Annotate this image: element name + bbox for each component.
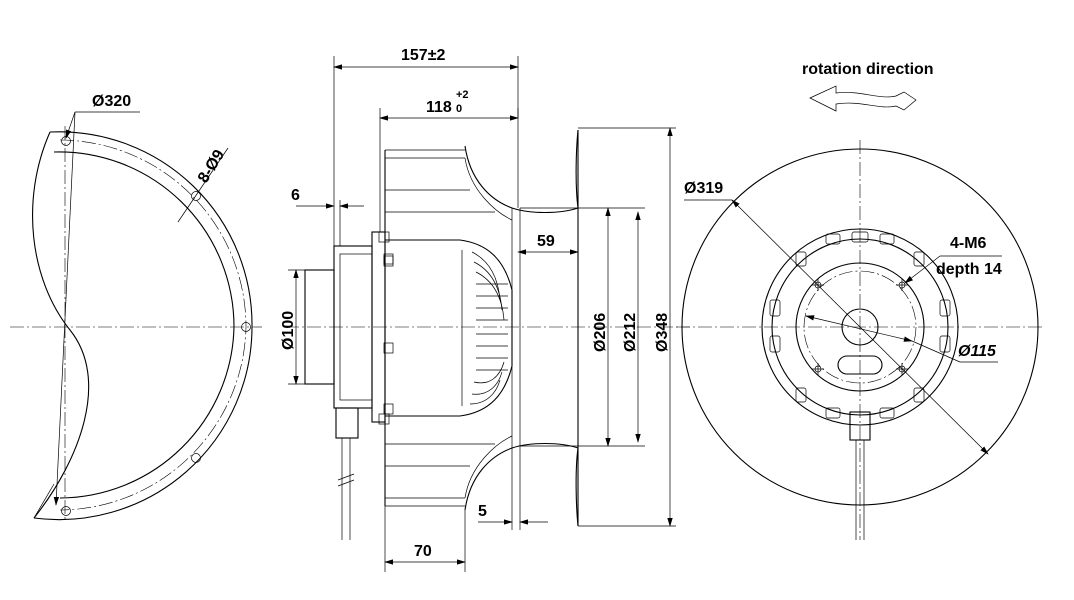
dim-tol-upper: +2 xyxy=(456,89,469,101)
dim-d100: Ø100 xyxy=(280,311,297,350)
dim-5: 5 xyxy=(478,503,487,520)
dim-tol-lower: 0 xyxy=(456,103,462,115)
dim-depth: depth 14 xyxy=(936,261,1002,278)
rotation-label: rotation direction xyxy=(802,61,934,78)
fan-side-view xyxy=(285,129,690,540)
dim-overall-length: 157±2 xyxy=(401,47,445,64)
dim-d212: Ø212 xyxy=(622,313,639,352)
dim-d206: Ø206 xyxy=(592,313,609,352)
flange-ring-view: Ø320 8-Ø9 xyxy=(10,93,262,522)
dim-d115: Ø115 xyxy=(958,343,997,360)
cable-gland xyxy=(335,407,359,439)
cooling-fins xyxy=(461,250,508,406)
rotation-arrow-icon xyxy=(809,85,917,112)
side-dimensions: 157±2 118 +2 0 6 59 Ø100 Ø206 Ø212 Ø348 xyxy=(280,47,676,572)
dim-d348: Ø348 xyxy=(654,313,671,352)
dim-length-118: 118 xyxy=(426,99,452,116)
bolt-holes xyxy=(61,136,251,516)
dim-holes: 8-Ø9 xyxy=(195,147,228,186)
dim-6: 6 xyxy=(291,187,300,204)
dim-d320: Ø320 xyxy=(92,93,131,110)
fan-front-view: Ø319 4-M6 depth 14 Ø115 rotation directi… xyxy=(676,61,1045,540)
dim-59: 59 xyxy=(537,233,555,250)
dim-70: 70 xyxy=(414,543,432,560)
dim-m6: 4-M6 xyxy=(950,235,987,252)
dim-d319: Ø319 xyxy=(684,180,723,197)
flange-bolts xyxy=(378,231,394,425)
